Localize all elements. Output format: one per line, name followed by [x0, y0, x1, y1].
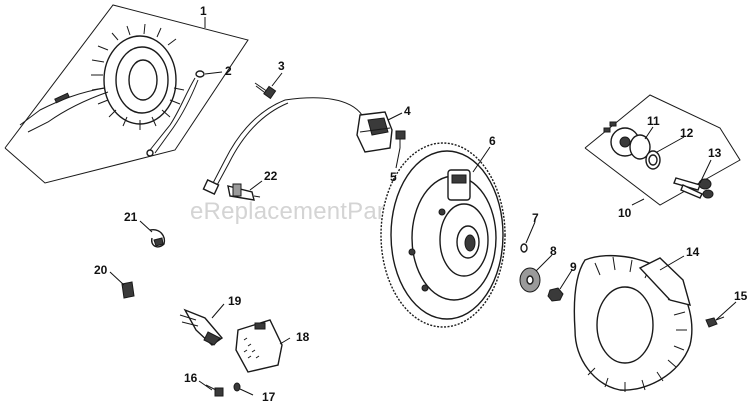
clip-part-20[interactable] [121, 281, 135, 299]
key-part-7[interactable] [520, 243, 528, 253]
keyswitch-body-part[interactable] [603, 121, 651, 160]
nut-part[interactable] [547, 287, 564, 302]
callout-20[interactable]: 20 [94, 263, 108, 277]
stator-group-box [4, 4, 249, 184]
callout-1[interactable]: 1 [200, 4, 207, 18]
screw-part-3[interactable] [254, 82, 277, 100]
callout-5[interactable]: 5 [390, 170, 397, 184]
callout-14[interactable]: 14 [686, 245, 700, 259]
leader-lines [109, 17, 737, 396]
washer-part-17[interactable] [233, 382, 241, 392]
harness-plug-part[interactable] [179, 308, 224, 346]
flywheel-part[interactable] [380, 142, 506, 328]
callout-21[interactable]: 21 [124, 210, 138, 224]
stator-part[interactable] [19, 23, 185, 133]
clip-part-21[interactable] [149, 229, 166, 248]
callout-19[interactable]: 19 [228, 294, 242, 308]
blower-housing-part[interactable] [573, 254, 693, 392]
keyswitch-nut-part[interactable] [645, 150, 661, 170]
keyswitch-group-box [584, 94, 741, 206]
callout-6[interactable]: 6 [489, 134, 496, 148]
callout-16[interactable]: 16 [184, 371, 198, 385]
spark-plug-part[interactable] [227, 183, 261, 201]
callout-12[interactable]: 12 [680, 126, 694, 140]
callout-22[interactable]: 22 [264, 169, 278, 183]
callout-17[interactable]: 17 [262, 390, 276, 404]
screw-part-15[interactable] [705, 316, 725, 328]
callout-7[interactable]: 7 [532, 211, 539, 225]
callout-11[interactable]: 11 [647, 114, 660, 128]
callout-3[interactable]: 3 [278, 59, 285, 73]
callout-2[interactable]: 2 [225, 64, 232, 78]
ignition-module-part[interactable] [202, 97, 393, 195]
callout-13[interactable]: 13 [708, 146, 722, 160]
callout-8[interactable]: 8 [550, 244, 557, 258]
screw-part-5[interactable] [395, 130, 406, 148]
ground-wire-part[interactable] [146, 70, 205, 157]
screw-part-16[interactable] [205, 384, 224, 397]
washer-part[interactable] [519, 267, 541, 293]
callout-9[interactable]: 9 [570, 260, 577, 274]
callout-10[interactable]: 10 [618, 206, 632, 220]
callout-4[interactable]: 4 [404, 104, 411, 118]
callout-18[interactable]: 18 [296, 330, 310, 344]
rectifier-part[interactable] [235, 319, 283, 373]
keys-part[interactable] [673, 177, 714, 199]
callout-15[interactable]: 15 [734, 289, 748, 303]
callout-numbers: 1 2 3 4 5 6 7 8 9 10 11 12 13 14 15 16 1… [94, 4, 748, 404]
